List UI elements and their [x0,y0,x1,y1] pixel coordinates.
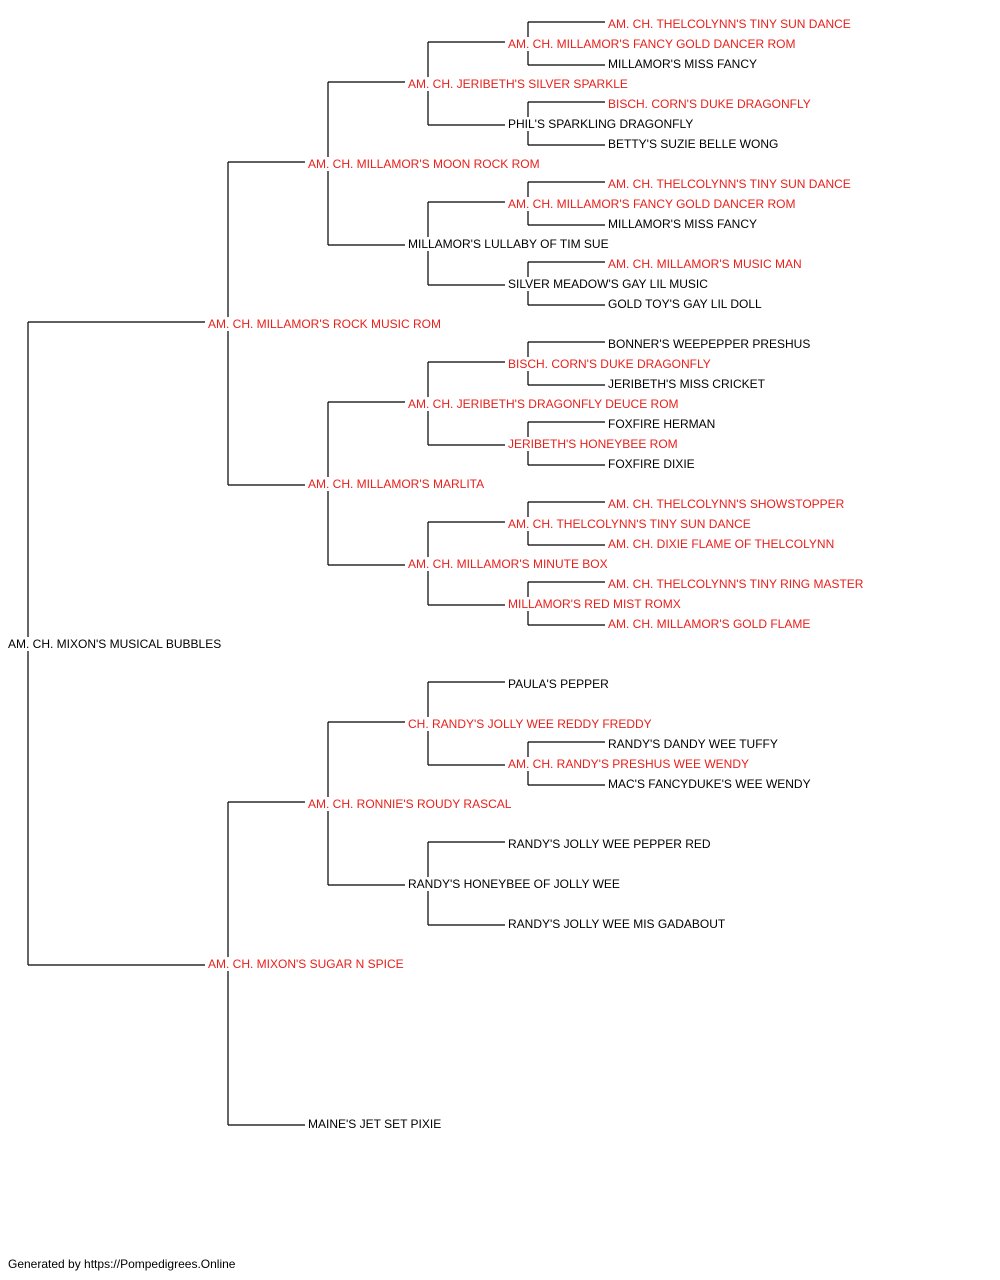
ancestor-gen3-3: AM. CH. JERIBETH'S DRAGONFLY DEUCE ROM [407,397,680,411]
ancestor-gen5-20: MAC'S FANCYDUKE'S WEE WENDY [607,777,812,791]
ancestor-gen5-1: AM. CH. THELCOLYNN'S TINY SUN DANCE [607,17,852,31]
ancestor-gen4-3: AM. CH. MILLAMOR'S FANCY GOLD DANCER ROM [507,197,797,211]
ancestor-gen4-11: RANDY'S JOLLY WEE PEPPER RED [507,837,712,851]
ancestor-gen5-15: AM. CH. THELCOLYNN'S TINY RING MASTER [607,577,865,591]
ancestor-gen5-4: BETTY'S SUZIE BELLE WONG [607,137,780,151]
ancestor-gen4-5: BISCH. CORN'S DUKE DRAGONFLY [507,357,712,371]
generator-credit: Generated by https://Pompedigrees.Online [8,1257,236,1271]
pedigree-subject-name: AM. CH. MIXON'S MUSICAL BUBBLES [7,637,223,651]
paternal-grandsire-name: AM. CH. MILLAMOR'S MOON ROCK ROM [307,157,541,171]
maternal-grandsire-name: AM. CH. RONNIE'S ROUDY RASCAL [307,797,513,811]
ancestor-gen5-12: FOXFIRE DIXIE [607,457,696,471]
dam-name: AM. CH. MIXON'S SUGAR N SPICE [207,957,405,971]
ancestor-gen5-16: AM. CH. MILLAMOR'S GOLD FLAME [607,617,812,631]
ancestor-gen5-11: FOXFIRE HERMAN [607,417,717,431]
ancestor-gen4-10: AM. CH. RANDY'S PRESHUS WEE WENDY [507,757,750,771]
ancestor-gen5-3: BISCH. CORN'S DUKE DRAGONFLY [607,97,812,111]
ancestor-gen5-2: MILLAMOR'S MISS FANCY [607,57,758,71]
sire-name: AM. CH. MILLAMOR'S ROCK MUSIC ROM [207,317,442,331]
ancestor-gen4-6: JERIBETH'S HONEYBEE ROM [507,437,679,451]
ancestor-gen4-9: PAULA'S PEPPER [507,677,610,691]
ancestor-gen4-4: SILVER MEADOW'S GAY LIL MUSIC [507,277,709,291]
paternal-granddam-name: AM. CH. MILLAMOR'S MARLITA [307,477,486,491]
ancestor-gen3-5: CH. RANDY'S JOLLY WEE REDDY FREDDY [407,717,653,731]
ancestor-gen5-7: AM. CH. MILLAMOR'S MUSIC MAN [607,257,803,271]
ancestor-gen3-4: AM. CH. MILLAMOR'S MINUTE BOX [407,557,609,571]
ancestor-gen5-6: MILLAMOR'S MISS FANCY [607,217,758,231]
ancestor-gen4-12: RANDY'S JOLLY WEE MIS GADABOUT [507,917,727,931]
ancestor-gen4-2: PHIL'S SPARKLING DRAGONFLY [507,117,695,131]
ancestor-gen5-13: AM. CH. THELCOLYNN'S SHOWSTOPPER [607,497,846,511]
ancestor-gen4-7: AM. CH. THELCOLYNN'S TINY SUN DANCE [507,517,752,531]
ancestor-gen5-19: RANDY'S DANDY WEE TUFFY [607,737,779,751]
ancestor-gen5-9: BONNER'S WEEPEPPER PRESHUS [607,337,812,351]
ancestor-gen5-8: GOLD TOY'S GAY LIL DOLL [607,297,763,311]
ancestor-gen3-2: MILLAMOR'S LULLABY OF TIM SUE [407,237,610,251]
maternal-granddam-name: MAINE'S JET SET PIXIE [307,1117,443,1131]
ancestor-gen5-10: JERIBETH'S MISS CRICKET [607,377,766,391]
ancestor-gen3-6: RANDY'S HONEYBEE OF JOLLY WEE [407,877,621,891]
ancestor-gen5-14: AM. CH. DIXIE FLAME OF THELCOLYNN [607,537,836,551]
ancestor-gen3-1: AM. CH. JERIBETH'S SILVER SPARKLE [407,77,629,91]
ancestor-gen4-1: AM. CH. MILLAMOR'S FANCY GOLD DANCER ROM [507,37,797,51]
ancestor-gen4-8: MILLAMOR'S RED MIST ROMX [507,597,682,611]
ancestor-gen5-5: AM. CH. THELCOLYNN'S TINY SUN DANCE [607,177,852,191]
